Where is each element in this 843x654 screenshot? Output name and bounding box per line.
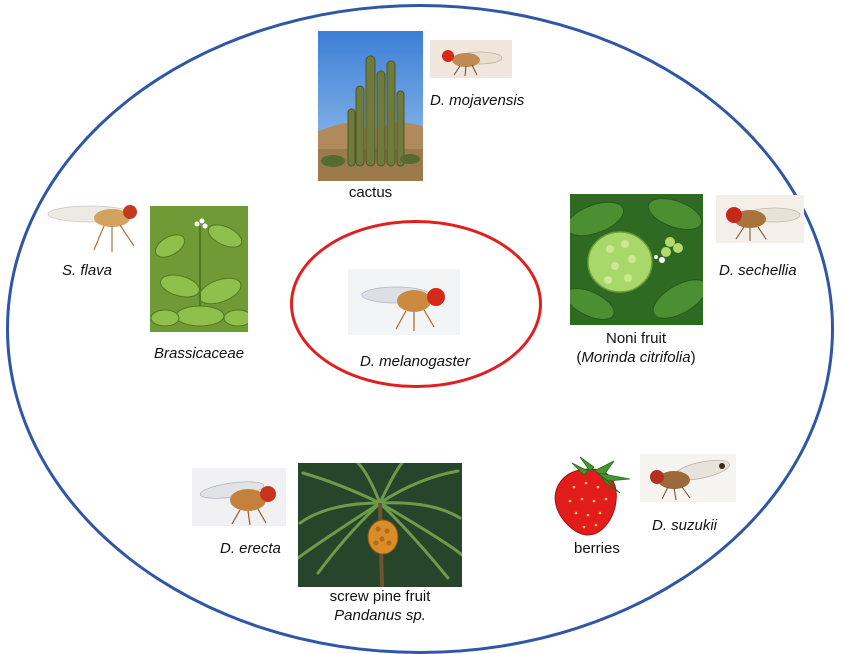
pandanus-label: Pandanus sp. bbox=[300, 607, 460, 625]
suzukii-fly-photo bbox=[640, 454, 736, 502]
suzukii-species-label: D. suzukii bbox=[652, 517, 717, 535]
noni-paren-close: ) bbox=[691, 349, 696, 366]
melanogaster-fly-photo bbox=[348, 269, 460, 335]
noni-scientific-name-label: (Morinda citrifolia) bbox=[556, 349, 716, 367]
cactus-photo bbox=[318, 31, 423, 181]
erecta-fly-photo bbox=[192, 468, 286, 526]
flava-species-label: S. flava bbox=[62, 262, 112, 280]
melanogaster-species-label: D. melanogaster bbox=[340, 353, 490, 371]
brassicaceae-photo bbox=[150, 206, 248, 332]
erecta-species-label: D. erecta bbox=[220, 540, 281, 558]
sechellia-species-label: D. sechellia bbox=[719, 262, 797, 280]
noni-fruit-label: Noni fruit bbox=[566, 330, 706, 348]
noni-binomial: Morinda citrifolia bbox=[581, 349, 690, 366]
sechellia-fly-photo bbox=[716, 195, 804, 243]
screw-pine-label: screw pine fruit bbox=[300, 588, 460, 606]
mojavensis-species-label: D. mojavensis bbox=[430, 92, 524, 110]
noni-fruit-photo bbox=[570, 194, 703, 325]
mojavensis-fly-photo bbox=[430, 40, 512, 78]
cactus-label: cactus bbox=[318, 184, 423, 202]
brassicaceae-label: Brassicaceae bbox=[154, 345, 244, 363]
screw-pine-photo bbox=[298, 463, 462, 587]
strawberry-photo bbox=[550, 455, 636, 537]
flava-fly-photo bbox=[38, 196, 144, 256]
berries-label: berries bbox=[574, 540, 620, 558]
